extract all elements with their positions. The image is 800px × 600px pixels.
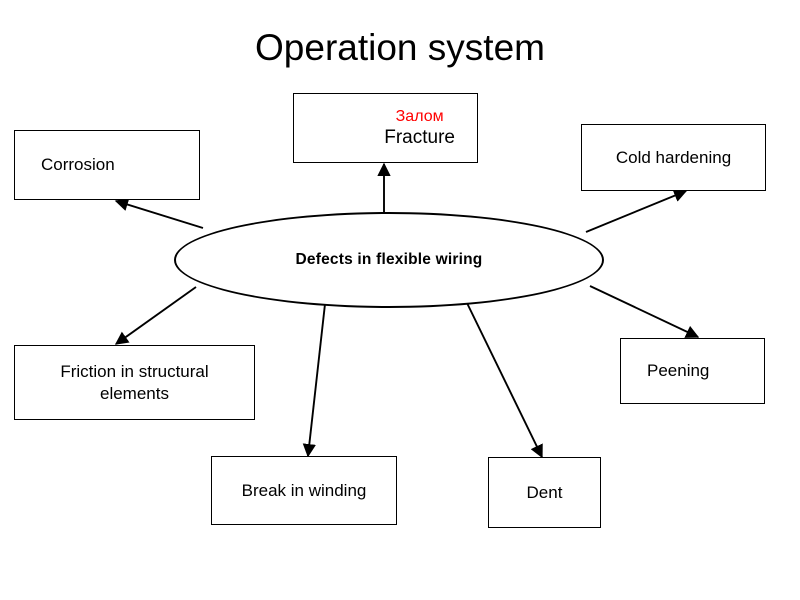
node-corrosion-label: Corrosion	[41, 155, 115, 174]
edge-hub-to-corrosion	[114, 198, 204, 229]
edge-hub-to-peening	[589, 285, 700, 338]
node-friction-label-line2: elements	[100, 383, 169, 403]
hub-ellipse[interactable]: Defects in flexible wiring	[174, 212, 604, 308]
edge-hub-to-break-in-winding	[302, 303, 326, 458]
edge-hub-to-dent	[466, 302, 543, 459]
page-title: Operation system	[255, 27, 545, 68]
node-dent[interactable]: Dent	[488, 457, 601, 528]
node-fracture-label-ru: Залом	[395, 107, 444, 125]
node-break-in-winding-label: Break in winding	[241, 480, 367, 500]
edge-hub-to-cold-hardening	[585, 189, 688, 233]
node-fracture-label-en: Fracture	[384, 126, 455, 148]
node-friction-labels: Friction in structural elements	[60, 361, 208, 405]
node-friction-label-line1: Friction in structural	[60, 361, 209, 381]
node-peening-label: Peening	[647, 361, 710, 380]
node-cold-hardening-label: Cold hardening	[615, 147, 732, 167]
node-cold-hardening[interactable]: Cold hardening	[581, 124, 766, 191]
node-corrosion[interactable]: Corrosion	[14, 130, 200, 200]
hub-label: Defects in flexible wiring	[295, 251, 483, 268]
edge-hub-to-friction	[114, 286, 197, 345]
node-peening[interactable]: Peening	[620, 338, 765, 404]
node-break-in-winding[interactable]: Break in winding	[211, 456, 397, 525]
node-dent-label: Dent	[526, 482, 563, 502]
node-friction[interactable]: Friction in structural elements	[14, 345, 255, 420]
node-fracture-labels: Залом Fracture	[384, 107, 455, 150]
node-fracture[interactable]: Залом Fracture	[293, 93, 478, 163]
